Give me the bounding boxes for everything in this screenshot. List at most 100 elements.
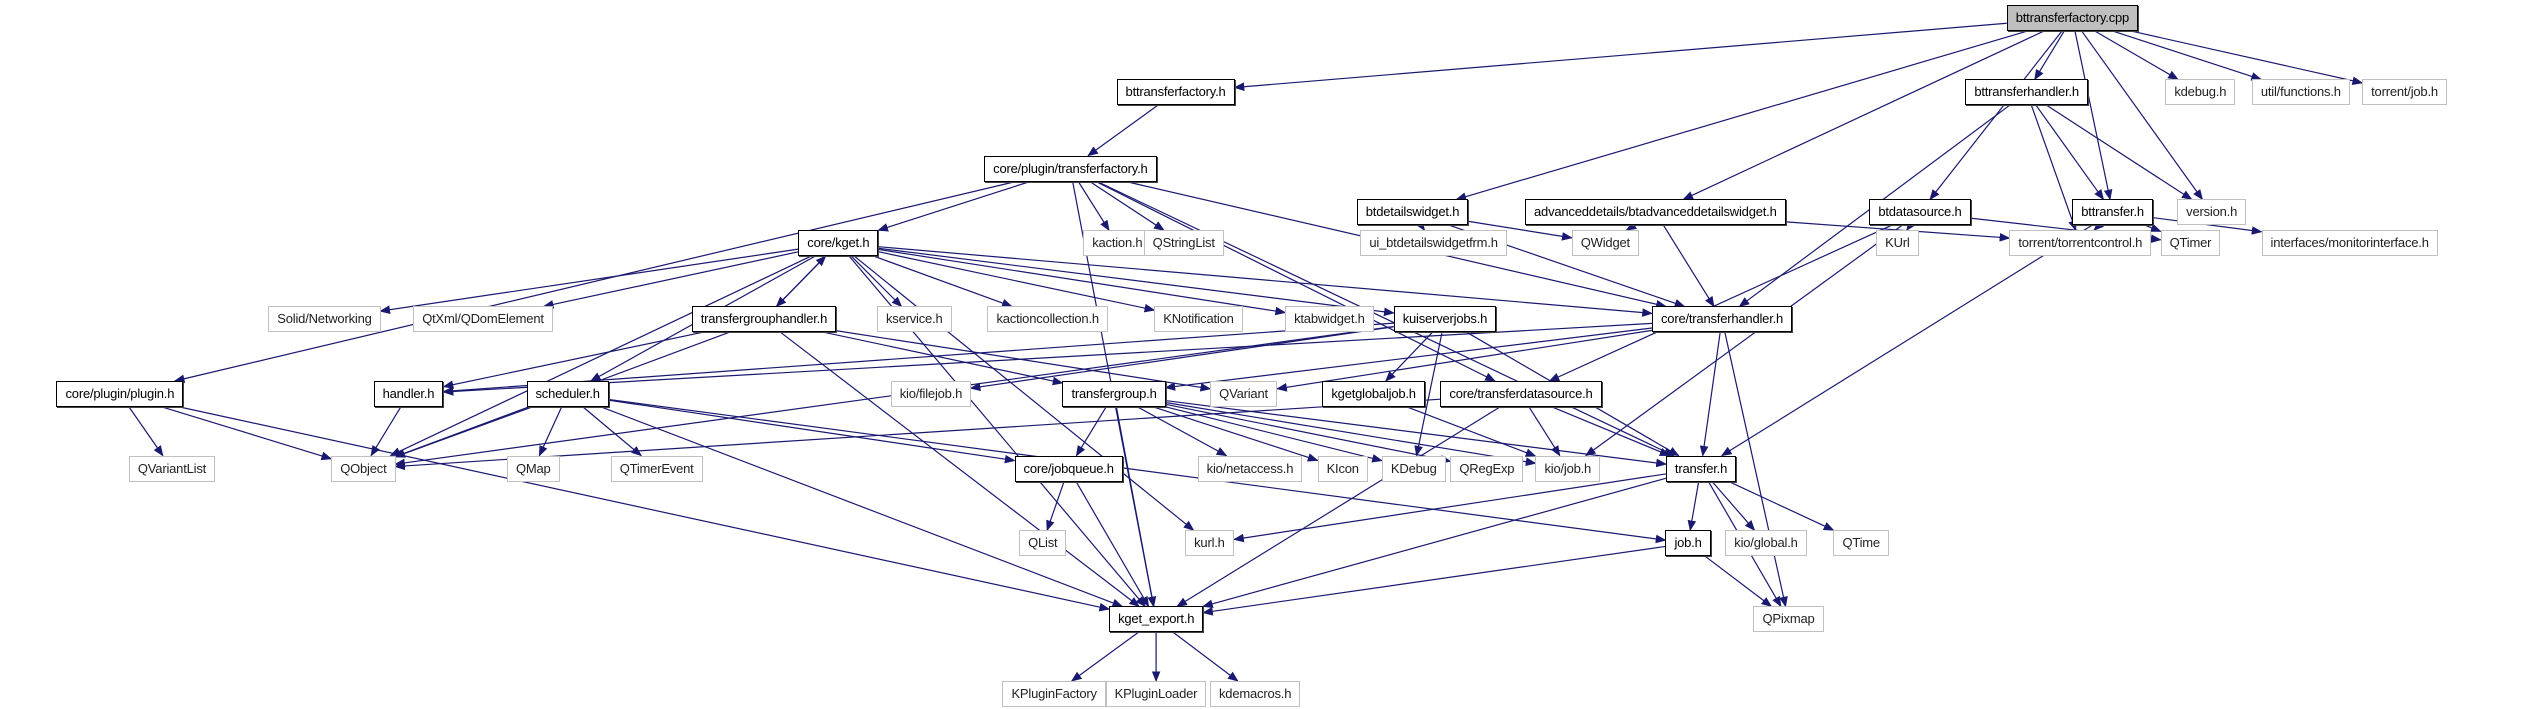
node-kaction: kaction.h bbox=[1083, 230, 1152, 257]
edge-plugin-to-qvariantlist bbox=[128, 406, 164, 457]
edge-btdetailswidget-to-qwidget bbox=[1467, 220, 1573, 241]
edge-kget-to-ktabwidget bbox=[878, 248, 1287, 316]
node-qlist: QList bbox=[1019, 530, 1067, 557]
edge-kget-to-kservice bbox=[850, 255, 903, 308]
edge-root-to-btdetailswidget bbox=[1455, 30, 2029, 201]
node-kiojob: kio/job.h bbox=[1535, 455, 1601, 482]
edge-kgetglobaljob-to-kiojob bbox=[1407, 406, 1537, 457]
node-jobqueue[interactable]: core/jobqueue.h bbox=[1014, 455, 1123, 482]
edge-scheduler-to-kget_export bbox=[601, 406, 1124, 607]
node-qvariantlist: QVariantList bbox=[128, 455, 216, 482]
node-tgh[interactable]: transfergrouphandler.h bbox=[691, 306, 837, 333]
edge-kget_export-to-kdemacros bbox=[1172, 631, 1239, 682]
edge-job-to-qpixmap bbox=[1704, 555, 1773, 608]
node-bttransferhandler[interactable]: bttransferhandler.h bbox=[1965, 79, 2088, 106]
node-btdatasource[interactable]: btdatasource.h bbox=[1869, 199, 1971, 226]
node-kget[interactable]: core/kget.h bbox=[798, 230, 879, 257]
edge-btdatasource-to-kiojob bbox=[1584, 224, 1903, 457]
node-transferdatasource[interactable]: core/transferdatasource.h bbox=[1440, 381, 1602, 408]
edge-root-to-bttransfer bbox=[2074, 30, 2113, 201]
node-root[interactable]: bttransferfactory.cpp bbox=[2006, 4, 2139, 31]
edge-transferdatasource-to-qobject bbox=[394, 398, 1441, 471]
node-kuiserverjobs[interactable]: kuiserverjobs.h bbox=[1393, 306, 1497, 333]
node-kdemacros: kdemacros.h bbox=[1210, 680, 1301, 707]
node-qpixmap: QPixmap bbox=[1753, 606, 1824, 633]
node-kioglobal: kio/global.h bbox=[1725, 530, 1807, 557]
edge-kuiserverjobs-to-kgetglobaljob bbox=[1385, 332, 1433, 382]
edge-transferfactory-to-kaction bbox=[1077, 181, 1110, 232]
node-ui-btdetails: ui_btdetailswidgetfrm.h bbox=[1360, 230, 1507, 257]
edge-transferfactory-to-transfer bbox=[1097, 181, 1675, 457]
edge-root-to-torrentjob bbox=[2130, 30, 2364, 85]
node-transferhandler[interactable]: core/transferhandler.h bbox=[1651, 306, 1793, 333]
edge-kget-to-kurl bbox=[854, 255, 1195, 531]
node-kurl: kurl.h bbox=[1185, 530, 1234, 557]
node-plugin[interactable]: core/plugin/plugin.h bbox=[56, 381, 184, 408]
node-transfergroup[interactable]: transfergroup.h bbox=[1062, 381, 1166, 408]
edge-kget-to-qobject bbox=[389, 255, 812, 457]
edge-jobqueue-to-kget_export bbox=[1075, 481, 1150, 608]
node-btdetailswidget[interactable]: btdetailswidget.h bbox=[1356, 199, 1469, 226]
node-kdebug2: KDebug bbox=[1381, 455, 1446, 482]
edge-transferdatasource-to-kget_export bbox=[1176, 406, 1501, 607]
node-transfer[interactable]: transfer.h bbox=[1665, 455, 1737, 482]
edge-transferhandler-to-qvariant bbox=[1276, 329, 1653, 392]
edge-transferfactory-to-kget bbox=[877, 181, 1030, 232]
edge-scheduler-to-qtimerevent bbox=[582, 406, 642, 457]
edge-transfergroup-to-kdebug2 bbox=[1165, 406, 1383, 463]
edge-transfer-to-qtime bbox=[1728, 481, 1835, 531]
edge-scheduler-to-qobject bbox=[394, 406, 533, 458]
node-kpluginloader: KPluginLoader bbox=[1105, 680, 1207, 707]
edge-jobqueue-to-qlist bbox=[1046, 481, 1065, 532]
node-handler[interactable]: handler.h bbox=[373, 381, 444, 408]
edge-kget-to-kactioncollection bbox=[873, 255, 1013, 308]
edge-kuiserverjobs-to-kiofilejob bbox=[969, 326, 1394, 392]
edge-btadvanced-to-torrentcontrol bbox=[1785, 221, 2011, 242]
edge-kuiserverjobs-to-handler bbox=[442, 322, 1394, 396]
node-qtimer: QTimer bbox=[2160, 230, 2221, 257]
edge-bttransferhandler-to-version bbox=[2046, 104, 2193, 200]
node-transferfactory[interactable]: core/plugin/transferfactory.h bbox=[984, 155, 1157, 182]
node-solid: Solid/Networking bbox=[268, 306, 381, 333]
node-scheduler[interactable]: scheduler.h bbox=[526, 381, 609, 408]
node-qmap: QMap bbox=[506, 455, 560, 482]
node-version: version.h bbox=[2177, 199, 2247, 226]
edge-bttransfer-to-qtimer bbox=[2145, 223, 2162, 232]
edge-tgh-to-kget_export bbox=[780, 331, 1140, 608]
node-btadvanced[interactable]: advanceddetails/btadvanceddetailswidget.… bbox=[1525, 199, 1786, 226]
edge-transferfactory-to-qstringlist bbox=[1089, 181, 1165, 231]
node-kurl-cap: KUrl bbox=[1876, 230, 1919, 257]
node-kgetglobaljob[interactable]: kgetglobaljob.h bbox=[1322, 381, 1425, 408]
edge-bttransfer-to-transfer bbox=[1720, 224, 2093, 457]
edge-plugin-to-kget_export bbox=[179, 406, 1111, 612]
node-qwidget: QWidget bbox=[1571, 230, 1639, 257]
edge-kget-to-transferhandler bbox=[878, 246, 1654, 317]
node-qdomelement: QtXml/QDomElement bbox=[413, 306, 553, 333]
node-kactioncollection: kactioncollection.h bbox=[987, 306, 1108, 333]
edge-kget_export-to-kpluginfactory bbox=[1070, 631, 1139, 682]
edge-tgh-to-transfergroup bbox=[824, 331, 1064, 386]
node-kdebug: kdebug.h bbox=[2165, 79, 2236, 106]
node-kpluginfactory: KPluginFactory bbox=[1002, 680, 1106, 707]
edge-scheduler-to-jobqueue bbox=[608, 399, 1016, 464]
node-qvariant: QVariant bbox=[1210, 381, 1277, 408]
node-knotification: KNotification bbox=[1154, 306, 1243, 333]
edge-handler-to-qobject bbox=[370, 406, 402, 457]
node-monitorinterface: interfaces/monitorinterface.h bbox=[2261, 230, 2438, 257]
edge-scheduler-to-qmap bbox=[538, 406, 563, 457]
node-torrentjob: torrent/job.h bbox=[2362, 79, 2447, 106]
edge-bttransferhandler-to-torrentcontrol bbox=[2030, 105, 2077, 232]
edge-transferhandler-to-transfer bbox=[1699, 332, 1721, 457]
edge-tgh-to-handler bbox=[442, 331, 702, 389]
edge-btadvanced-to-qwidget bbox=[1625, 221, 1638, 231]
edge-root-to-bttransferhandler bbox=[2034, 30, 2065, 81]
node-kget-export[interactable]: kget_export.h bbox=[1109, 606, 1204, 633]
node-bttransfer[interactable]: bttransfer.h bbox=[2072, 199, 2153, 226]
node-bttransferfactory-h[interactable]: bttransferfactory.h bbox=[1116, 79, 1235, 106]
node-kservice: kservice.h bbox=[877, 306, 952, 333]
node-job[interactable]: job.h bbox=[1665, 530, 1711, 557]
node-qregexp: QRegExp bbox=[1450, 455, 1524, 482]
edge-transfergroup-to-jobqueue bbox=[1075, 406, 1107, 457]
